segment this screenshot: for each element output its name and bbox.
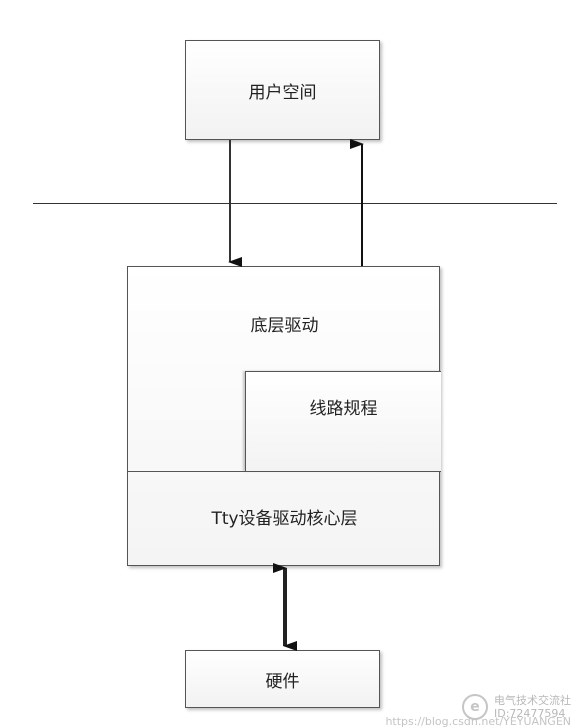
watermark-logo-icon: е [462,694,488,720]
line-discipline-label: 线路规程 [309,399,378,419]
user-kernel-divider [33,203,557,204]
watermark: е 电气技术交流社 ID:72477594 [462,694,571,720]
watermark-line1: 电气技术交流社 [494,694,571,707]
user-space-box: 用户空间 [185,40,380,140]
driver-stack-box: 底层驱动 线路规程 Tty设备驱动核心层 [127,266,441,567]
user-space-label: 用户空间 [248,82,317,103]
line-discipline-box: 线路规程 [245,371,441,471]
watermark-text: 电气技术交流社 ID:72477594 [494,694,571,720]
watermark-url: https://blog.csdn.net/YEYUANGEN [385,715,571,728]
low-level-driver-label: 底层驱动 [250,316,319,336]
tty-core-label: Tty设备驱动核心层 [211,509,358,529]
watermark-line2: ID:72477594 [494,707,566,720]
hardware-label: 硬件 [265,671,300,692]
tty-core-box: Tty设备驱动核心层 [128,471,441,567]
